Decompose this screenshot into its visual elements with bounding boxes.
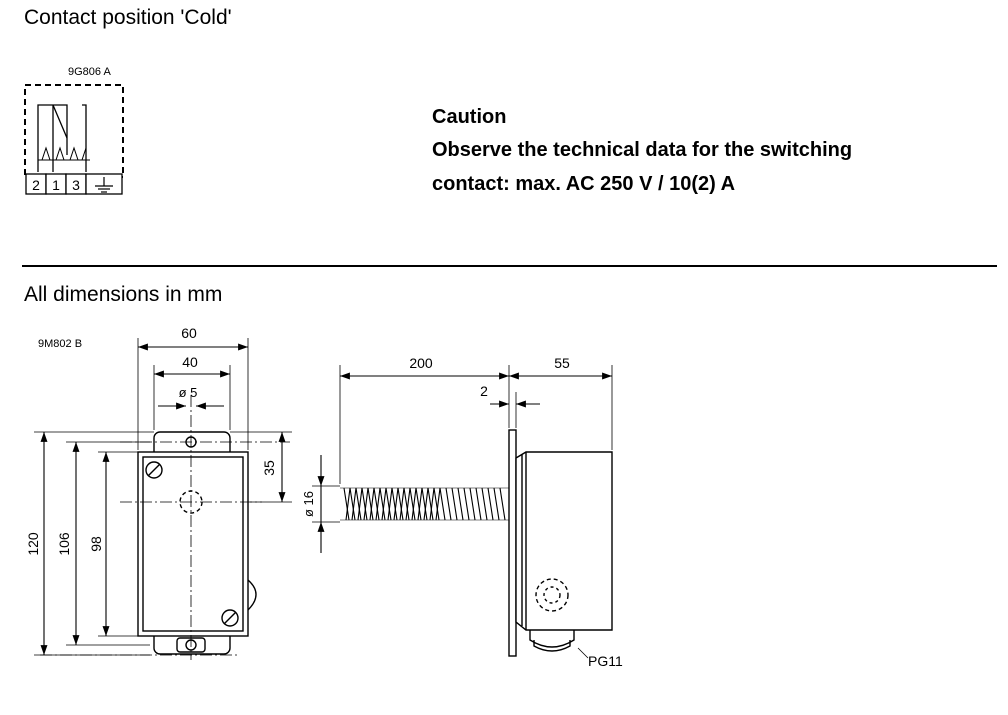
- terminal-label: 1: [52, 177, 60, 193]
- terminal-label: 2: [32, 177, 40, 193]
- terminal-label: 3: [72, 177, 80, 193]
- dim-probe-length: 200: [409, 355, 433, 371]
- page-title: Contact position 'Cold': [24, 6, 232, 29]
- dim-housing-depth: 55: [554, 355, 570, 371]
- dim-hole-offset: 35: [261, 460, 277, 476]
- dim-hole-dia: ø 5: [179, 385, 198, 400]
- front-view: [137, 431, 257, 655]
- section-divider: [22, 265, 997, 267]
- contact-schematic: 2 1 3: [24, 84, 124, 195]
- dim-plate: 2: [480, 383, 488, 399]
- dim-height-overall: 120: [25, 532, 41, 556]
- caution-line-1: Observe the technical data for the switc…: [432, 139, 853, 161]
- dim-height-housing: 98: [88, 536, 104, 552]
- dim-height-holes: 106: [56, 532, 72, 556]
- dim-width-overall: 60: [181, 325, 197, 341]
- probe-spring: [340, 487, 509, 521]
- dim-probe-dia: ø 16: [301, 491, 316, 517]
- dimensions-title: All dimensions in mm: [24, 283, 223, 306]
- gland-label: PG11: [588, 653, 623, 669]
- drawing-code: 9M802 B: [38, 338, 83, 350]
- caution-heading: Caution: [432, 106, 507, 128]
- schematic-code: 9G806 A: [68, 66, 111, 78]
- ground-symbol-icon: [95, 177, 113, 193]
- side-view: [508, 429, 613, 657]
- caution-line-2: contact: max. AC 250 V / 10(2) A: [432, 173, 736, 195]
- dim-width-holes: 40: [182, 354, 198, 370]
